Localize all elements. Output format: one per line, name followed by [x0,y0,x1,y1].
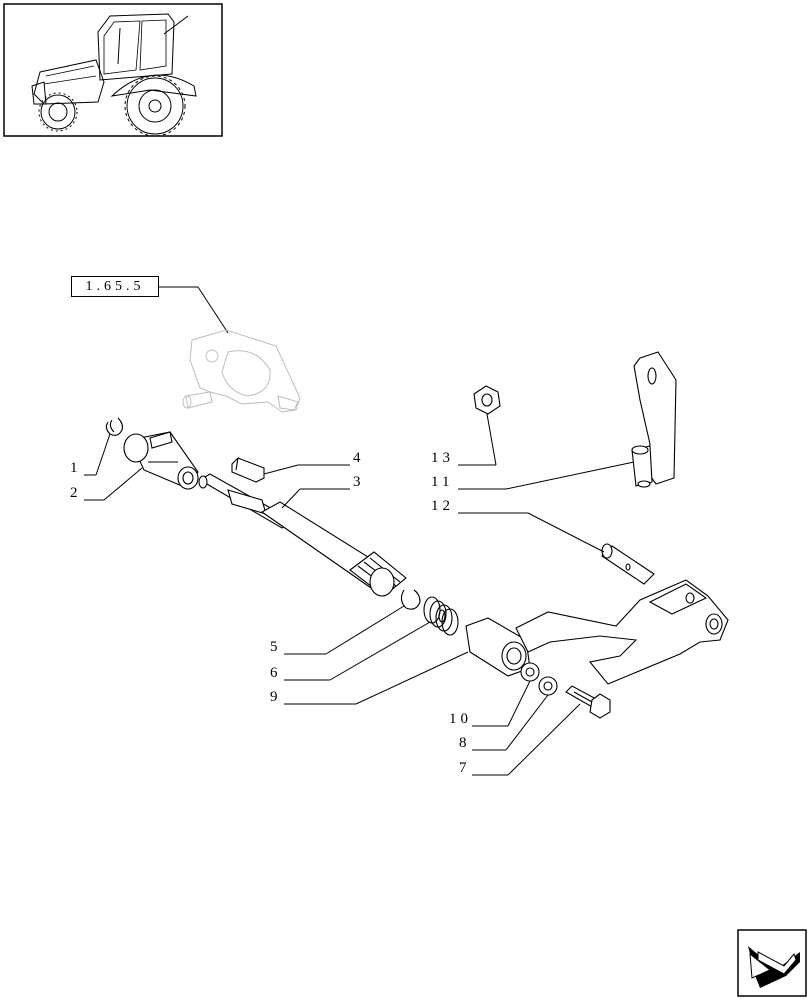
callout-8: 8 [459,735,471,751]
callout-2: 2 [70,485,82,501]
callout-9: 9 [270,689,282,705]
part-5-circlip [400,589,421,610]
next-page-arrow[interactable] [737,929,807,997]
callout-11: 11 [431,474,454,490]
callout-7: 7 [459,760,471,776]
callout-6: 6 [270,665,282,681]
part-4-key [231,457,265,483]
part-7-bolt [565,685,611,719]
next-page-arrow-icon [748,946,800,988]
callout-10: 10 [449,711,472,727]
callout-3: 3 [353,474,365,490]
callout-4: 4 [353,450,365,466]
leader-lines [84,413,635,776]
callout-5: 5 [270,639,282,655]
part-11-bracket [631,351,677,488]
part-10-washer [520,662,540,682]
tractor-thumbnail-icon [31,13,197,137]
part-3-shaft [198,473,407,597]
part-2-sleeve [123,431,199,490]
part-12-pin [601,543,655,585]
part-8-washer [538,676,558,696]
reference-flange-part [182,329,301,413]
callout-1: 1 [70,460,82,476]
part-6-spring [423,596,459,636]
part-13-nut [473,385,501,415]
callout-13: 13 [431,450,454,466]
callout-12: 12 [431,498,454,514]
tractor-thumbnail [3,3,223,137]
part-1-snap-ring [105,417,124,436]
reference-code-box[interactable]: 1.65.5 [71,276,159,297]
part-9-lever [465,579,729,685]
